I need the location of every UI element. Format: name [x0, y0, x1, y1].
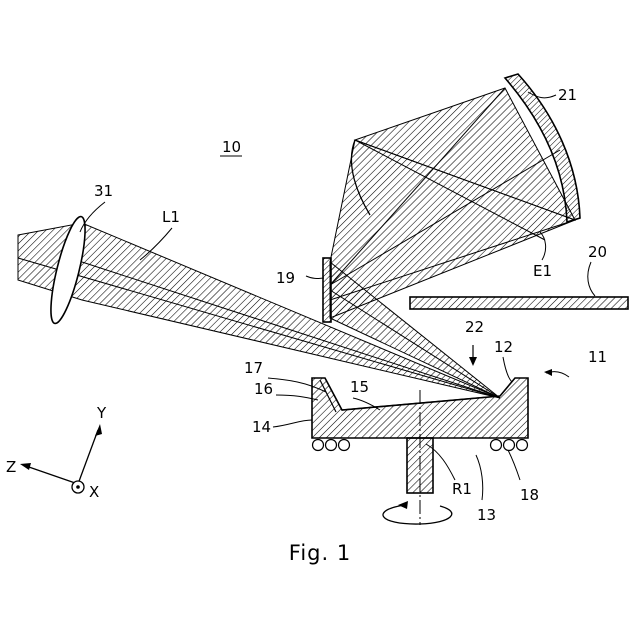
label-20: 20 [588, 243, 607, 261]
axis-label-z: Z [6, 458, 16, 476]
label-22: 22 [465, 318, 484, 336]
plate-20 [410, 297, 628, 309]
label-r1: R1 [452, 480, 472, 498]
rotation-arrow [383, 501, 452, 524]
label-15: 15 [350, 378, 369, 396]
axis-label-y: Y [96, 404, 107, 422]
axis-label-x: X [89, 483, 99, 501]
label-17: 17 [244, 359, 263, 377]
label-19: 19 [276, 269, 295, 287]
label-14: 14 [252, 418, 271, 436]
figure-caption: Fig. 1 [289, 541, 351, 565]
label-l1: L1 [162, 208, 180, 226]
label-31: 31 [94, 182, 113, 200]
label-16: 16 [254, 380, 273, 398]
label-12: 12 [494, 338, 513, 356]
label-11: 11 [588, 348, 607, 366]
label-10: 10 [222, 138, 241, 156]
mirror-19 [323, 258, 331, 322]
label-e1: E1 [533, 262, 552, 280]
label-21: 21 [558, 86, 577, 104]
label-18: 18 [520, 486, 539, 504]
label-13: 13 [477, 506, 496, 524]
